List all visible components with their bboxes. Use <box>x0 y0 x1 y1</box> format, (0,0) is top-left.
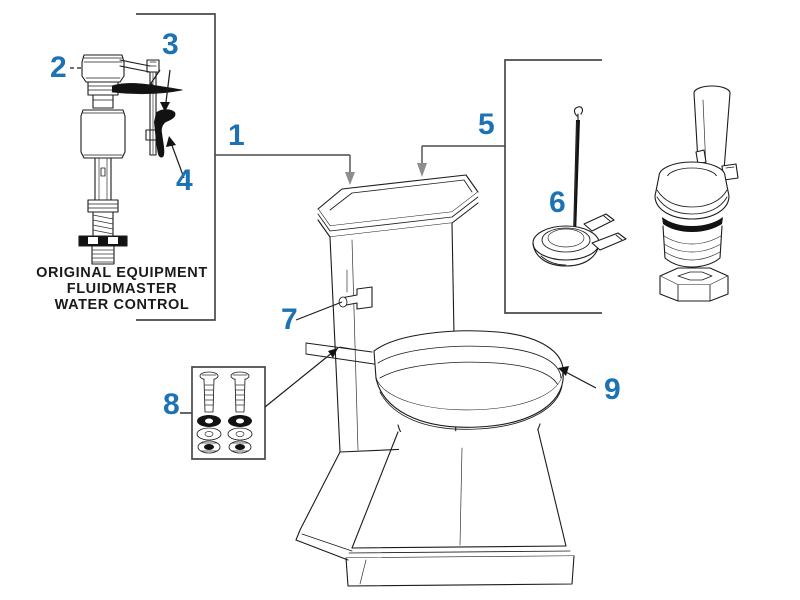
callout-leaders <box>70 67 597 389</box>
bolt-1 <box>196 371 222 454</box>
callout-3[interactable]: 3 <box>162 28 179 61</box>
flush-valve <box>654 85 739 302</box>
callout-1[interactable]: 1 <box>228 119 245 152</box>
bolt-kit <box>180 347 339 460</box>
seat <box>305 330 564 430</box>
callout-4[interactable]: 4 <box>176 164 193 197</box>
bolt-2 <box>227 371 253 454</box>
bracket-group-1 <box>136 13 355 321</box>
brand-line-2: FLUIDMASTER <box>67 281 178 297</box>
callout-6[interactable]: 6 <box>549 186 566 219</box>
bracket-group-5 <box>417 59 602 314</box>
callout-2[interactable]: 2 <box>50 51 67 84</box>
flapper-valve <box>532 106 627 267</box>
callout-7[interactable]: 7 <box>281 303 298 336</box>
callout-9[interactable]: 9 <box>604 373 621 406</box>
toilet-bowl <box>295 330 575 587</box>
brand-line-3: WATER CONTROL <box>55 297 190 313</box>
tube-clip <box>154 109 176 158</box>
tank-handle <box>338 269 373 310</box>
callout-5[interactable]: 5 <box>478 108 495 141</box>
brand-line-1: ORIGINAL EQUIPMENT <box>36 265 208 281</box>
callout-8[interactable]: 8 <box>163 388 180 421</box>
